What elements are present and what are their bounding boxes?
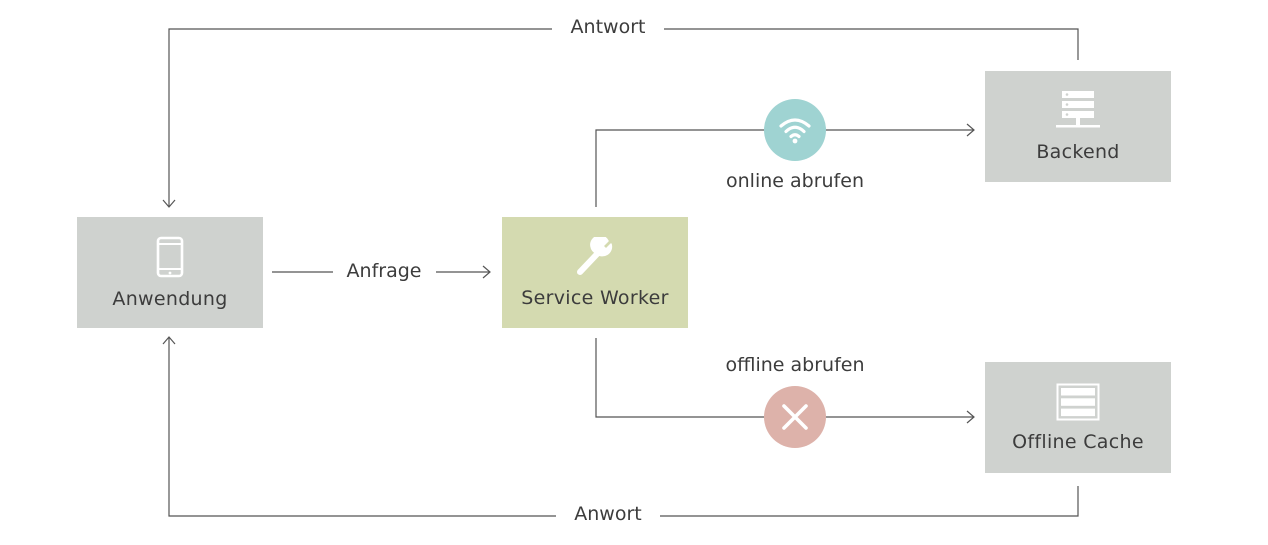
node-backend: Backend [985,71,1171,182]
online-line [595,129,974,207]
node-service-worker-label: Service Worker [521,286,669,309]
wrench-icon [577,236,613,275]
smartphone-icon [156,236,184,277]
online-label: online abrufen [720,170,870,192]
offline-line [595,338,974,418]
node-app: Anwendung [77,217,263,328]
node-offline-cache: Offline Cache [985,362,1171,473]
wifi-icon [779,118,811,144]
request-label: Anfrage [340,260,428,282]
arrowhead-response-top [162,199,176,208]
close-icon [782,404,808,430]
response-top-label: Antwort [564,16,652,38]
arrowhead-offline [966,410,975,424]
node-backend-label: Backend [1036,140,1120,163]
node-app-label: Anwendung [112,287,228,310]
node-service-worker: Service Worker [502,217,688,328]
server-icon [1056,90,1100,127]
response-top-line-left [168,28,552,206]
error-badge [764,386,826,448]
database-icon [1056,383,1100,420]
offline-label: offline abrufen [719,354,871,376]
arrowhead-request [482,265,491,279]
arrowhead-online [966,123,975,137]
response-bottom-line [660,486,1079,517]
arrowhead-response-bottom [162,336,176,345]
response-bottom-label: Anwort [568,503,648,525]
wifi-badge [764,99,826,161]
response-bottom-line-left [168,338,556,517]
node-offline-cache-label: Offline Cache [1012,430,1144,453]
response-top-line [664,28,1079,60]
